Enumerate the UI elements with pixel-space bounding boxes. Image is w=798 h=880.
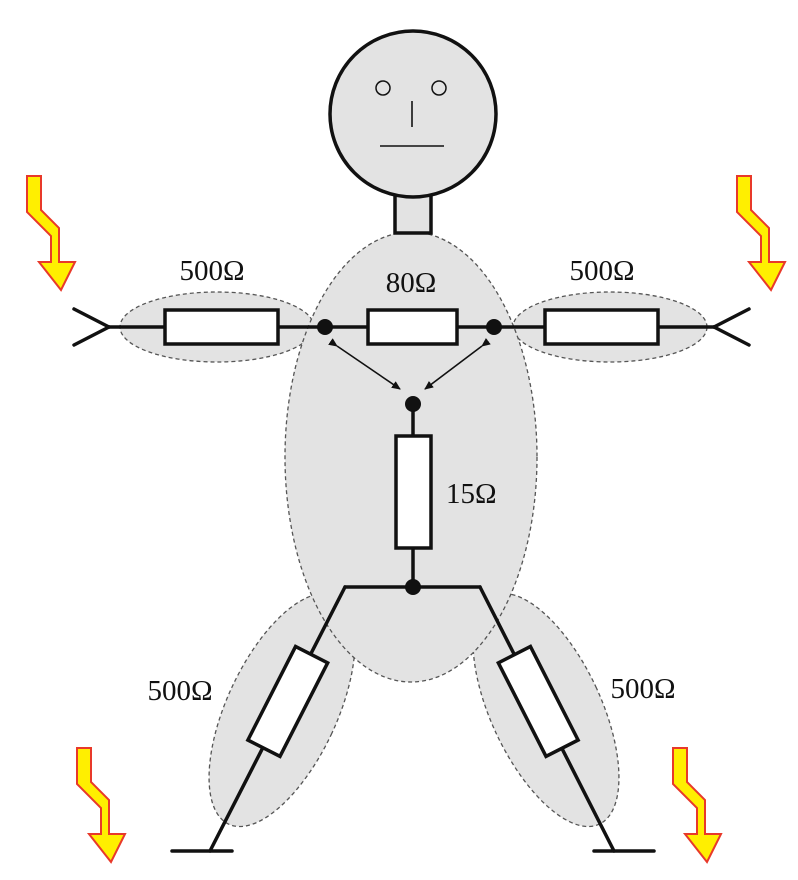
lightning-bolt-icon (672, 747, 723, 864)
head-face-icon (328, 29, 498, 199)
right-leg-label: 500Ω (610, 673, 675, 705)
chest-label: 80Ω (386, 267, 437, 299)
right-leg-resistor (496, 644, 581, 759)
resistors (163, 308, 660, 759)
right-arm-resistor (543, 308, 660, 346)
junction-nodes (317, 319, 502, 595)
right-arm-label: 500Ω (569, 255, 634, 287)
hip-node (405, 579, 421, 595)
left-arm-resistor (163, 308, 280, 346)
center-node (405, 396, 421, 412)
left-hand-fork-bottom (72, 325, 111, 347)
left-leg-label: 500Ω (147, 675, 212, 707)
left-double-arrow (328, 338, 401, 390)
left-arm-label: 500Ω (179, 255, 244, 287)
right-double-arrow (424, 337, 491, 390)
right-eye (431, 80, 447, 96)
lightning-bolts (26, 175, 787, 864)
right-chest-node (486, 319, 502, 335)
resistance-labels: 500Ω 80Ω 500Ω 15Ω 500Ω 500Ω (147, 255, 675, 707)
left-leg-resistor (245, 644, 330, 759)
head (328, 29, 498, 235)
torso-resistor (394, 434, 433, 550)
right-hand-fork-top (712, 307, 751, 329)
lightning-bolt-icon (76, 747, 127, 864)
torso-label: 15Ω (446, 478, 497, 510)
current-path-arrows (328, 337, 491, 390)
left-hand-fork-top (72, 307, 111, 329)
right-hand-fork-bottom (712, 325, 751, 347)
left-eye (375, 80, 391, 96)
left-chest-node (317, 319, 333, 335)
chest-resistor (366, 308, 459, 346)
lightning-bolt-icon (736, 175, 787, 292)
lightning-bolt-icon (26, 175, 77, 292)
